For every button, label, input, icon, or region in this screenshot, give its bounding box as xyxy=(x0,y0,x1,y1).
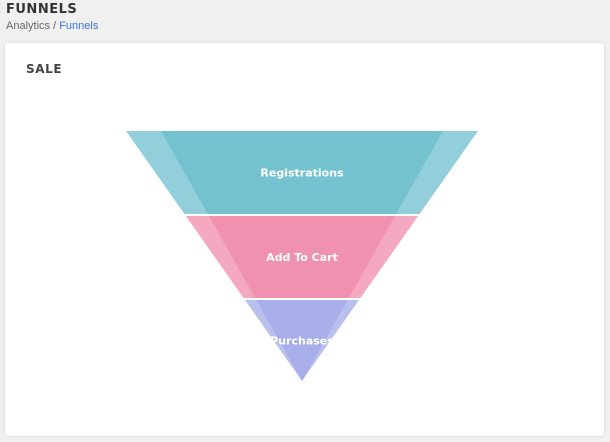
funnel-stage-add-to-cart[interactable] xyxy=(208,216,396,298)
funnel-stage-purchases[interactable] xyxy=(256,300,348,381)
funnel-label-purchases: Purchases xyxy=(270,335,334,348)
page-header: FUNNELS Analytics / Funnels xyxy=(6,2,98,33)
funnel-label-add-to-cart: Add To Cart xyxy=(266,251,338,264)
breadcrumb: Analytics / Funnels xyxy=(6,19,98,33)
funnel-label-registrations: Registrations xyxy=(260,167,344,180)
card-title: SALE xyxy=(26,62,63,76)
breadcrumb-separator: / xyxy=(50,20,60,32)
breadcrumb-analytics-link[interactable]: Analytics xyxy=(6,20,51,32)
funnel-stage-registrations[interactable] xyxy=(161,131,443,214)
page-title: FUNNELS xyxy=(6,2,78,17)
breadcrumb-funnels-link[interactable]: Funnels xyxy=(59,20,99,32)
